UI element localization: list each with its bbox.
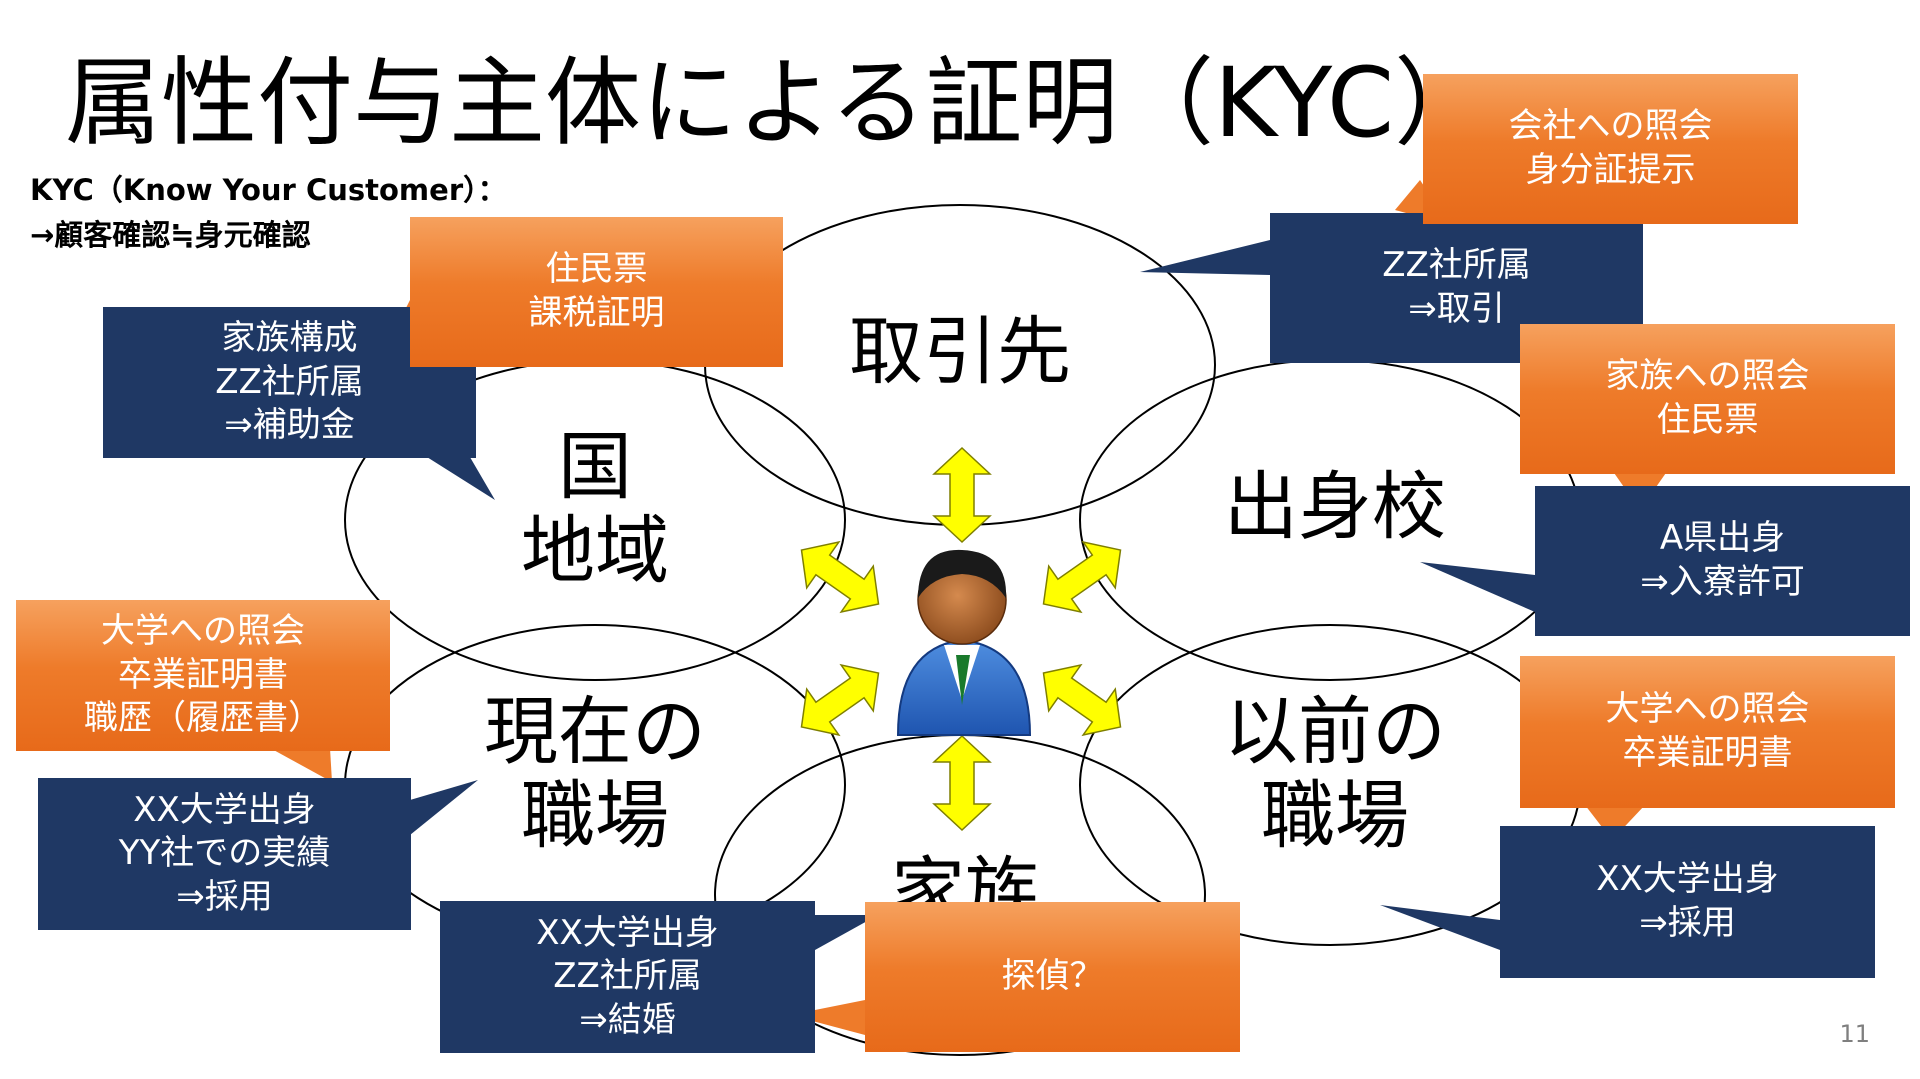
tail-xx-navy-bottom	[815, 915, 878, 950]
label-shusshinko: 出身校	[1224, 464, 1446, 550]
callout-daigaku-sotsugyo: 大学への照会卒業証明書	[1520, 656, 1895, 808]
callout-zz-torihiki: ZZ社所属⇒取引	[1270, 213, 1643, 363]
callout-kazoku-shokai: 家族への照会住民票	[1520, 324, 1895, 474]
page-number: 11	[1839, 1020, 1870, 1048]
callout-xx-saiyo: XX大学出身⇒採用	[1500, 826, 1875, 978]
tail-zz-navy	[1140, 240, 1270, 275]
double-arrow-upper-left	[800, 540, 880, 614]
label-kuni: 国地域	[521, 424, 669, 595]
callout-daigaku-rirekisho: 大学への照会卒業証明書職歴（履歴書）	[16, 600, 390, 751]
tail-tantei-orange	[790, 1000, 865, 1035]
double-arrow-lower-right	[1042, 663, 1122, 737]
callout-tantei: 探偵？	[865, 902, 1240, 1052]
label-izen: 以前の職場	[1224, 689, 1446, 860]
person-icon	[896, 549, 1032, 736]
tail-xx-navy-right	[1380, 905, 1500, 950]
tail-aken-navy	[1420, 562, 1535, 612]
tail-daigaku-orange-left	[270, 748, 332, 782]
double-arrow-upper-right	[1042, 540, 1122, 614]
slide-title: 属性付与主体による証明（KYC）	[65, 47, 1491, 159]
tail-daigaku-orange-right	[1585, 805, 1645, 840]
label-torihikisaki: 取引先	[849, 309, 1071, 395]
kyc-meaning: →顧客確認≒身元確認	[30, 218, 311, 252]
callout-juminhyo: 住民票課税証明	[410, 217, 783, 367]
double-arrow-top	[932, 446, 992, 544]
kyc-definition: KYC（Know Your Customer）：	[30, 173, 507, 207]
label-genzai: 現在の職場	[484, 689, 706, 860]
double-arrow-bottom	[932, 734, 992, 832]
double-arrow-lower-left	[800, 663, 880, 737]
callout-kaisha-shokai: 会社への照会身分証提示	[1423, 74, 1798, 224]
tail-xx-navy-left	[410, 780, 478, 835]
callout-aken: A県出身⇒入寮許可	[1535, 486, 1910, 636]
